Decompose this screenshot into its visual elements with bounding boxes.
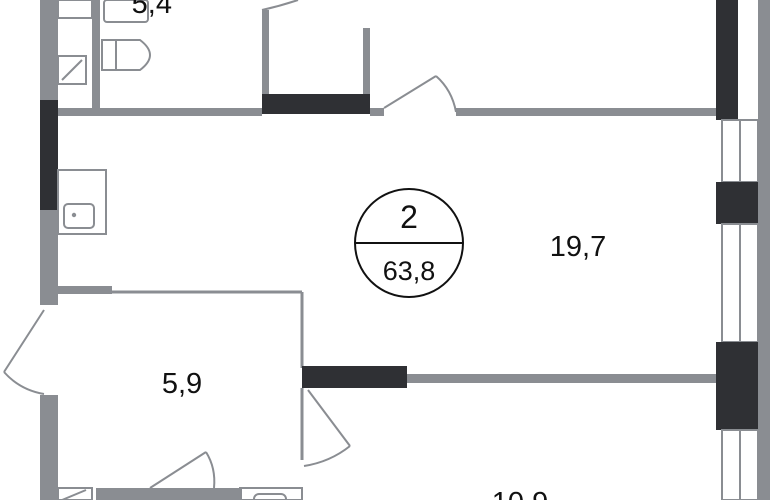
bedroom-door-arc: [303, 445, 351, 467]
living-top-wall: [456, 108, 716, 116]
washer-diagonal: [61, 59, 83, 81]
bedroom-wall-beam: [302, 366, 407, 388]
bedroom-top-wall: [407, 374, 716, 383]
left-wall-bottom: [40, 395, 58, 500]
lower-box-diagonal: [61, 489, 87, 500]
sink-cabinet-top: [57, 0, 93, 19]
kitchen-sink: [57, 169, 107, 235]
doors: [3, 0, 457, 489]
right-wall-pier-bottom: [716, 342, 758, 430]
hall-top-wall-left: [58, 286, 112, 294]
right-wall-pier-middle: [716, 182, 758, 224]
fixtures: [57, 0, 303, 500]
closet-left-wall: [262, 10, 269, 100]
lower-partition: [96, 488, 242, 500]
hall-area-label: 5,9: [162, 368, 202, 400]
living-area-label: 19,7: [550, 231, 606, 263]
apartment-badge: 2 63,8: [354, 188, 464, 298]
sink-drain: [71, 212, 77, 218]
corridor-wall-stub: [370, 108, 384, 116]
entrance-door-leaf: [3, 309, 45, 373]
rooms-count: 2: [400, 199, 418, 235]
left-wall-dark-section: [40, 100, 58, 210]
right-wall-outer: [758, 0, 770, 500]
left-wall-top: [40, 0, 58, 100]
toilet-bowl: [115, 39, 151, 71]
left-wall-middle: [40, 210, 58, 305]
total-area: 63,8: [383, 256, 436, 286]
kitchen-sink-basin: [63, 203, 95, 229]
lower-box-left: [57, 487, 93, 500]
bedroom-door-leaf: [307, 389, 351, 447]
bathroom-bottom-wall: [58, 108, 262, 116]
bathroom-door-arc: [261, 0, 299, 11]
corridor-door-leaf: [383, 75, 437, 109]
bathroom-area-label: 5,4: [132, 0, 172, 20]
bedroom-area-label: 10,9: [492, 487, 548, 500]
bathroom-partition: [92, 0, 100, 108]
toilet-tank-side: [101, 39, 117, 71]
lower-door-arc: [205, 451, 216, 489]
lower-door-leaf: [149, 451, 207, 489]
right-wall-pier-top: [716, 0, 738, 120]
entrance-door-arc: [3, 371, 45, 395]
toilet-tank: [103, 0, 149, 23]
washer-box: [57, 55, 87, 85]
lower-fixture-basin: [253, 493, 287, 500]
interior-walls: [58, 0, 716, 500]
closet-bottom-beam: [262, 94, 370, 114]
right-wall: [716, 0, 770, 500]
corridor-door-arc: [435, 75, 457, 113]
exterior-walls: [40, 0, 58, 500]
lower-fixture-right: [239, 487, 303, 500]
closet-right-wall: [363, 28, 370, 100]
